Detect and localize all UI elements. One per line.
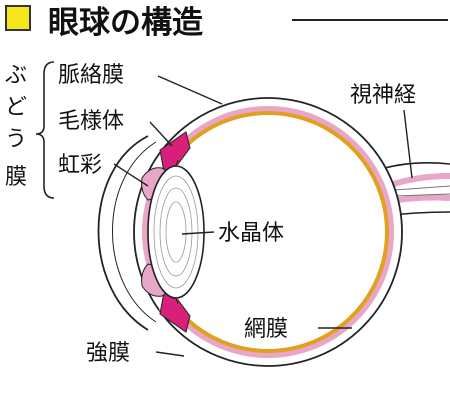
label-choroid: 脈絡膜 bbox=[58, 63, 124, 88]
label-ciliary-body: 毛様体 bbox=[58, 109, 124, 134]
label-lens: 水晶体 bbox=[218, 221, 284, 246]
leader-ciliary-body bbox=[149, 121, 173, 147]
title-marker-square bbox=[5, 5, 31, 31]
leader-sclera bbox=[155, 351, 185, 357]
group-bracket bbox=[35, 61, 55, 199]
leader-optic-nerve bbox=[403, 109, 413, 179]
label-sclera: 強膜 bbox=[86, 341, 130, 366]
cornea bbox=[97, 135, 149, 331]
group-label-char-2: ど bbox=[5, 95, 27, 120]
group-label-char-1: ぶ bbox=[5, 63, 27, 88]
label-retina: 網膜 bbox=[244, 317, 288, 342]
group-label-char-4: 膜 bbox=[5, 165, 27, 190]
leader-iris bbox=[113, 163, 149, 187]
label-iris: 虹彩 bbox=[58, 153, 102, 178]
page-title: 眼球の構造 bbox=[48, 5, 203, 41]
leader-lens bbox=[181, 231, 215, 235]
leader-choroid bbox=[157, 75, 223, 105]
group-label-char-3: う bbox=[5, 127, 27, 152]
lens bbox=[147, 165, 205, 299]
label-optic-nerve: 視神経 bbox=[350, 83, 416, 108]
